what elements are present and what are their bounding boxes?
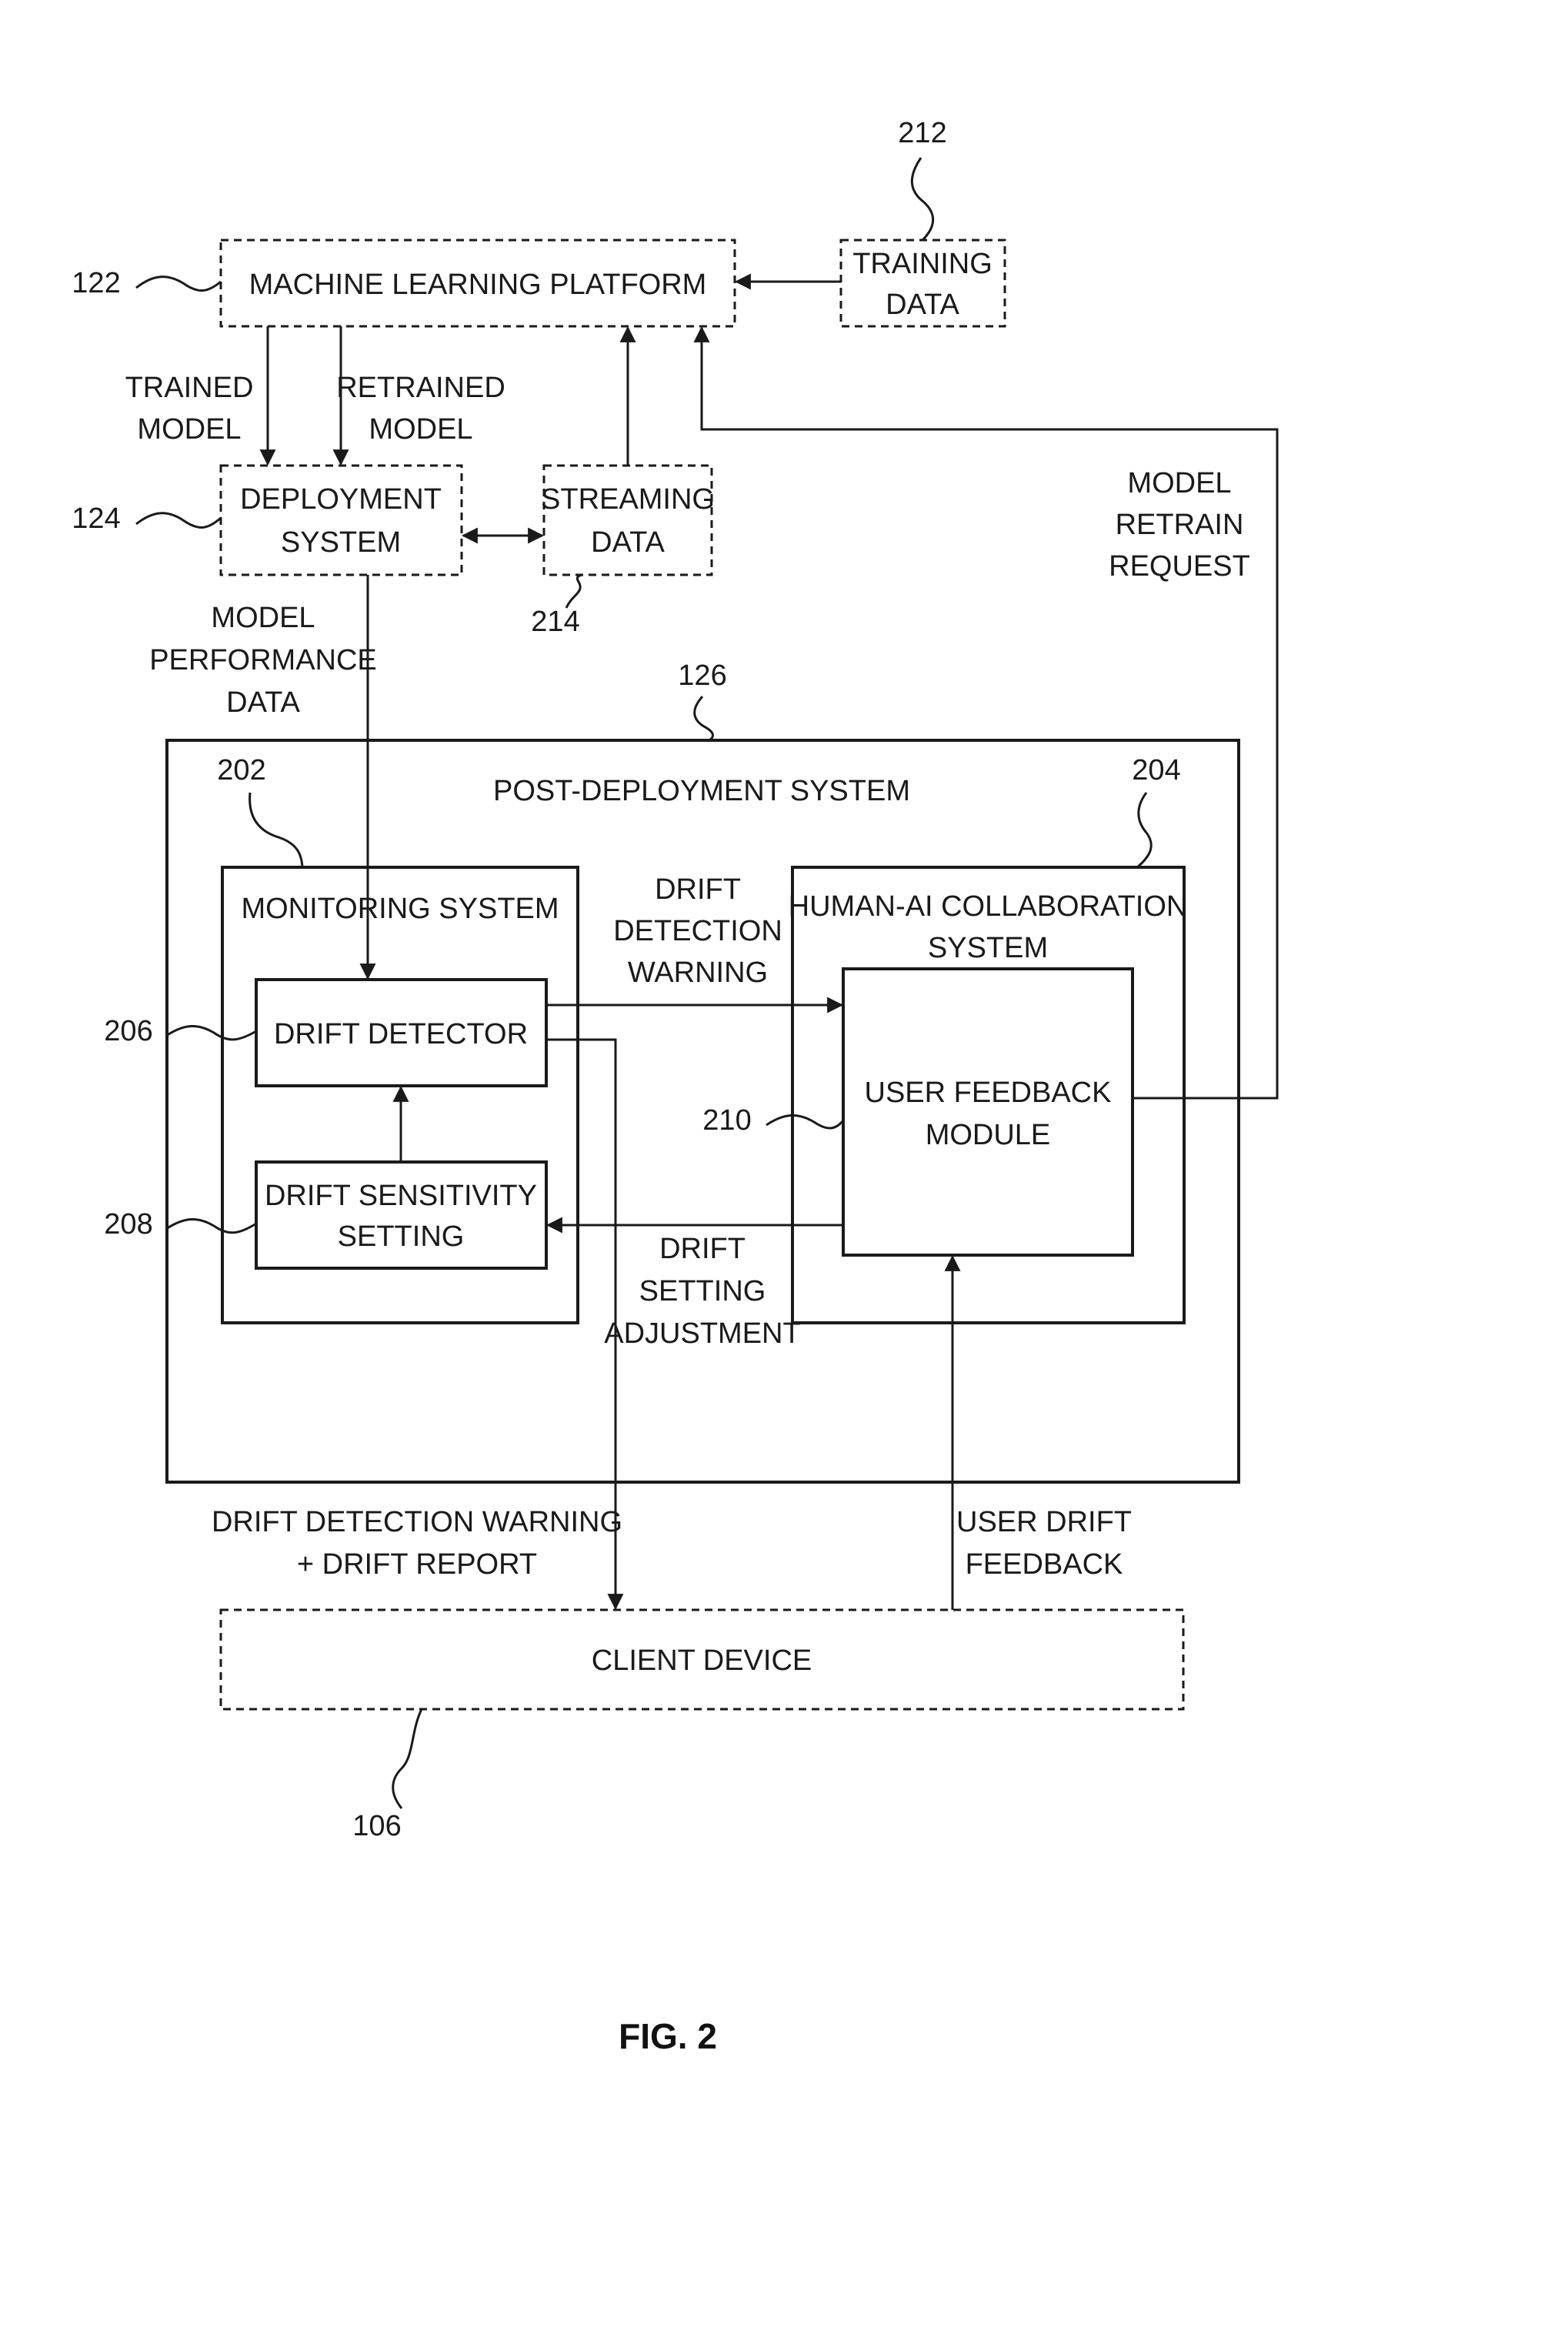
drift-setting-adjustment-line3: ADJUSTMENT	[604, 1317, 800, 1350]
user-feedback-module-box: USER FEEDBACK MODULE	[842, 967, 1134, 1257]
user-feedback-label-line1: USER FEEDBACK	[865, 1077, 1112, 1109]
retrained-model-label-line2: MODEL	[369, 413, 472, 446]
drift-detection-warning-line2: DETECTION	[613, 915, 782, 947]
ref-204-label: 204	[1132, 754, 1180, 786]
drift-detector-label: DRIFT DETECTOR	[274, 1018, 528, 1050]
drift-warning-report-line2: + DRIFT REPORT	[297, 1548, 537, 1581]
client-device-box: CLIENT DEVICE	[219, 1608, 1185, 1711]
ref-212-label: 212	[898, 117, 946, 149]
training-data-label-line2: DATA	[886, 289, 959, 321]
post-deployment-system-label: POST-DEPLOYMENT SYSTEM	[493, 775, 910, 807]
ref-106: 106	[352, 1708, 423, 1842]
drift-sensitivity-label-line1: DRIFT SENSITIVITY	[265, 1180, 537, 1212]
drift-setting-adjustment-line1: DRIFT	[659, 1233, 746, 1265]
ref-214-label: 214	[531, 606, 579, 638]
ref-208-label: 208	[104, 1208, 152, 1240]
ref-122: 122	[72, 267, 222, 299]
human-ai-collaboration-label-line1: HUMAN-AI COLLABORATION	[789, 890, 1188, 923]
deployment-system-label-line1: DEPLOYMENT	[240, 483, 442, 516]
streaming-data-label-line1: STREAMING	[541, 483, 715, 516]
model-performance-label-line1: MODEL	[211, 602, 315, 634]
ml-platform-label: MACHINE LEARNING PLATFORM	[249, 269, 707, 301]
trained-model-label-line2: MODEL	[137, 413, 241, 446]
training-data-label-line1: TRAINING	[852, 248, 993, 280]
user-drift-feedback-line1: USER DRIFT	[956, 1506, 1132, 1538]
ml-platform-box: MACHINE LEARNING PLATFORM	[219, 239, 736, 328]
streaming-data-label-line2: DATA	[591, 526, 665, 559]
human-ai-collaboration-label-line2: SYSTEM	[928, 932, 1048, 964]
drift-detection-warning-line1: DRIFT	[655, 873, 741, 906]
arrow-retrain-request	[693, 326, 1279, 1100]
ref-212: 212	[898, 117, 947, 242]
ref-210: 210	[702, 1104, 845, 1137]
user-feedback-label-line2: MODULE	[926, 1119, 1051, 1151]
drift-detector-box: DRIFT DETECTOR	[255, 978, 548, 1087]
post-deployment-system-box: POST-DEPLOYMENT SYSTEM	[165, 739, 1240, 1484]
client-device-label: CLIENT DEVICE	[592, 1644, 812, 1677]
figure-label: FIG. 2	[619, 2016, 717, 2056]
deployment-system-box: DEPLOYMENT SYSTEM	[219, 464, 463, 576]
drift-sensitivity-label-line2: SETTING	[338, 1220, 465, 1253]
drift-warning-report-line1: DRIFT DETECTION WARNING	[212, 1506, 622, 1538]
trained-model-label-line1: TRAINED	[125, 372, 254, 404]
drift-setting-adjustment-line2: SETTING	[639, 1275, 766, 1307]
drift-sensitivity-box: DRIFT SENSITIVITY SETTING	[255, 1160, 548, 1270]
ref-202: 202	[217, 754, 304, 868]
model-retrain-request-line2: RETRAIN	[1116, 509, 1244, 541]
training-data-box: TRAINING DATA	[839, 239, 1006, 328]
model-retrain-request-line1: MODEL	[1127, 467, 1231, 499]
ref-126-label: 126	[678, 659, 726, 692]
monitoring-system-label: MONITORING SYSTEM	[241, 893, 559, 925]
streaming-data-box: STREAMING DATA	[541, 464, 715, 576]
model-performance-label-line3: DATA	[226, 686, 300, 719]
ref-122-label: 122	[72, 267, 120, 299]
model-retrain-request-line3: REQUEST	[1109, 550, 1250, 583]
user-drift-feedback-line2: FEEDBACK	[966, 1548, 1123, 1581]
retrained-model-label-line1: RETRAINED	[336, 372, 505, 404]
ref-214: 214	[531, 573, 583, 638]
ref-106-label: 106	[352, 1810, 401, 1842]
ref-208: 208	[104, 1208, 257, 1240]
ref-126: 126	[678, 659, 727, 742]
ref-204: 204	[1132, 754, 1181, 869]
drift-detection-warning-line3: WARNING	[628, 957, 768, 989]
ref-202-label: 202	[217, 754, 265, 786]
arrow-warning-report	[546, 1038, 624, 1611]
ref-210-label: 210	[702, 1104, 751, 1137]
ref-206: 206	[104, 1015, 257, 1047]
ref-124: 124	[72, 503, 222, 535]
ref-124-label: 124	[72, 503, 120, 535]
model-performance-label-line2: PERFORMANCE	[149, 644, 377, 676]
monitoring-system-box: MONITORING SYSTEM	[221, 866, 579, 1324]
deployment-system-label-line2: SYSTEM	[281, 526, 401, 559]
human-ai-collaboration-box: HUMAN-AI COLLABORATION SYSTEM	[789, 866, 1188, 1324]
ref-206-label: 206	[104, 1015, 152, 1047]
